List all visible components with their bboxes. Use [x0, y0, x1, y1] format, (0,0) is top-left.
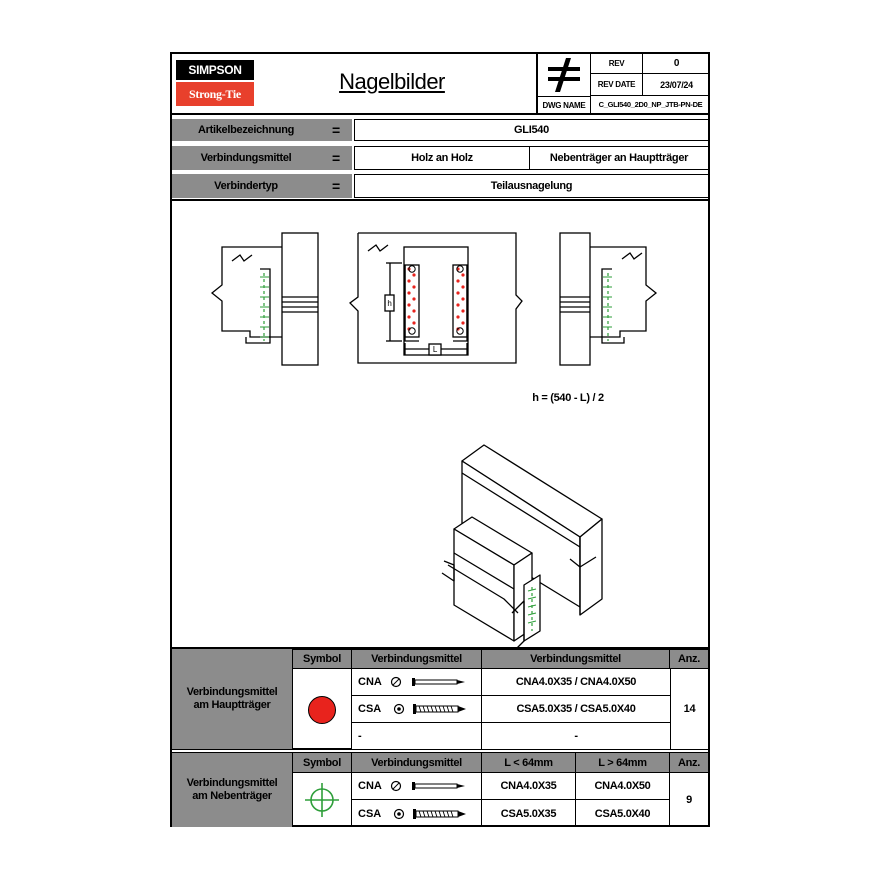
- haupt-col-vm1: Verbindungsmittel: [352, 649, 482, 669]
- neben-col-l1: L < 64mm: [482, 753, 576, 773]
- info-label-verbindertyp: Verbindertyp: [172, 174, 320, 198]
- haupt-count: 14: [670, 669, 708, 749]
- rev-label: REV: [591, 54, 642, 74]
- haupt-symbol-cell: [292, 669, 352, 749]
- dwg-name-value: C_GLI540_2D0_NP_JTB-PN-DE: [598, 100, 703, 109]
- neben-symbol-cell: [292, 773, 352, 827]
- neben-row-2-type: CSA: [352, 800, 482, 827]
- info-equals-2: =: [320, 146, 352, 170]
- dim-h-label: h: [387, 298, 392, 308]
- page-title: Nagelbilder: [339, 69, 445, 94]
- rev-value: 0: [642, 54, 710, 74]
- not-equal-icon: [538, 54, 590, 96]
- haupt-row-1-spec: CNA4.0X35 / CNA4.0X50: [482, 669, 670, 696]
- header-block: [172, 54, 708, 115]
- front-view: [349, 232, 523, 364]
- neben-section-label: Verbindungsmittel am Nebenträger: [172, 753, 292, 827]
- rev-date-value: 23/07/24: [642, 74, 710, 96]
- info-table: Artikelbezeichnung = GLI540 Verbindungsm…: [172, 115, 708, 201]
- revision-block: DWG NAME REV 0 REV DATE 23/07/24 C_GLI54…: [536, 54, 710, 115]
- neben-row-2-long: CSA5.0X40: [576, 800, 670, 827]
- left-side-view: [210, 232, 319, 366]
- dim-l-label: L: [432, 345, 438, 354]
- info-equals-1: =: [320, 119, 352, 141]
- info-value-verbindertyp: Teilausnagelung: [354, 174, 708, 198]
- neben-col-symbol: Symbol: [292, 753, 352, 773]
- nail-icon: [390, 676, 465, 688]
- right-side-view: [559, 232, 658, 366]
- red-dot-icon: [308, 696, 336, 724]
- height-formula: h = (540 - L) / 2: [532, 392, 604, 404]
- haupt-row-2-type: CSA: [352, 696, 482, 723]
- rev-date-label: REV DATE: [591, 74, 642, 96]
- haupt-row-2-spec: CSA5.0X35 / CSA5.0X40: [482, 696, 670, 723]
- info-label-verbindungsmittel: Verbindungsmittel: [172, 146, 320, 170]
- screw-icon: [394, 703, 467, 715]
- screw-icon: [394, 808, 467, 819]
- neben-count: 9: [686, 794, 692, 806]
- info-value-nebentraeger: Nebenträger an Hauptträger: [530, 146, 708, 170]
- logo: SIMPSON Strong-Tie: [176, 60, 254, 108]
- dwg-name-label: DWG NAME: [538, 96, 590, 113]
- haupt-col-symbol: Symbol: [292, 649, 352, 669]
- neben-table: Verbindungsmittel am Nebenträger Symbol …: [172, 749, 708, 827]
- nail-icon: [390, 780, 465, 792]
- crosshair-icon: [305, 783, 339, 817]
- info-label-artikel: Artikelbezeichnung: [172, 119, 320, 141]
- haupt-row-3-type: -: [352, 723, 482, 749]
- haupt-table: Verbindungsmittel am Hauptträger Symbol …: [172, 647, 708, 749]
- neben-row-2-short: CSA5.0X35: [482, 800, 576, 827]
- info-value-holz: Holz an Holz: [354, 146, 530, 170]
- neben-col-vm: Verbindungsmittel: [352, 753, 482, 773]
- neben-row-1-short: CNA4.0X35: [482, 773, 576, 800]
- info-equals-3: =: [320, 174, 352, 198]
- drawing-area: h L h = (540 - L) / 2: [172, 201, 708, 652]
- logo-bottom: Strong-Tie: [176, 82, 254, 106]
- info-value-artikel: GLI540: [354, 119, 708, 141]
- neben-col-anz: Anz.: [670, 753, 708, 773]
- haupt-col-vm2: Verbindungsmittel: [482, 649, 670, 669]
- drawing-sheet: SIMPSON Strong-Tie Nagelbilder DWG NAME …: [170, 52, 710, 827]
- haupt-row-1-type: CNA: [352, 669, 482, 696]
- red-nails-left: [407, 267, 416, 331]
- neben-col-l2: L > 64mm: [576, 753, 670, 773]
- isometric-view: [441, 444, 603, 652]
- haupt-col-anz: Anz.: [670, 649, 708, 669]
- logo-top: SIMPSON: [176, 60, 254, 80]
- haupt-section-label: Verbindungsmittel am Hauptträger: [172, 649, 292, 749]
- neben-row-1-long: CNA4.0X50: [576, 773, 670, 800]
- haupt-row-3-spec: -: [574, 730, 578, 742]
- neben-row-1-type: CNA: [352, 773, 482, 800]
